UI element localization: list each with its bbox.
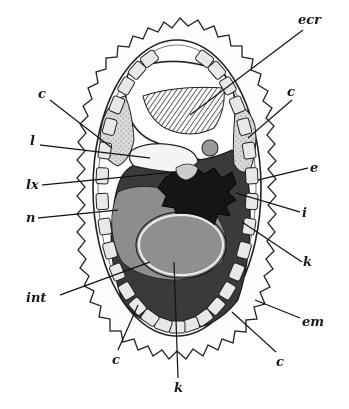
wall-cell (96, 193, 109, 210)
label-i: i (302, 206, 307, 221)
label-n: n (26, 211, 35, 226)
small-sphere (202, 140, 218, 156)
label-k-bottom: k (174, 381, 183, 396)
label-ecr: ecr (298, 13, 322, 28)
label-c-top-right: c (287, 85, 295, 100)
wall-cell (245, 193, 258, 210)
wall-cell (98, 142, 112, 160)
wall-cell (242, 142, 256, 160)
label-c-bottom-left: c (112, 353, 120, 368)
label-l: l (30, 134, 35, 149)
label-int: int (26, 291, 46, 306)
wall-cell (98, 218, 112, 236)
label-e: e (310, 161, 318, 176)
label-c-top-left: c (38, 87, 46, 102)
wall-cell (96, 168, 109, 185)
label-c-bottom-right: c (276, 355, 284, 370)
yolk-oval (139, 215, 223, 275)
label-em: em (302, 315, 324, 330)
label-lx: lx (26, 178, 39, 193)
label-k-right: k (303, 255, 312, 270)
wall-cell (245, 168, 258, 185)
